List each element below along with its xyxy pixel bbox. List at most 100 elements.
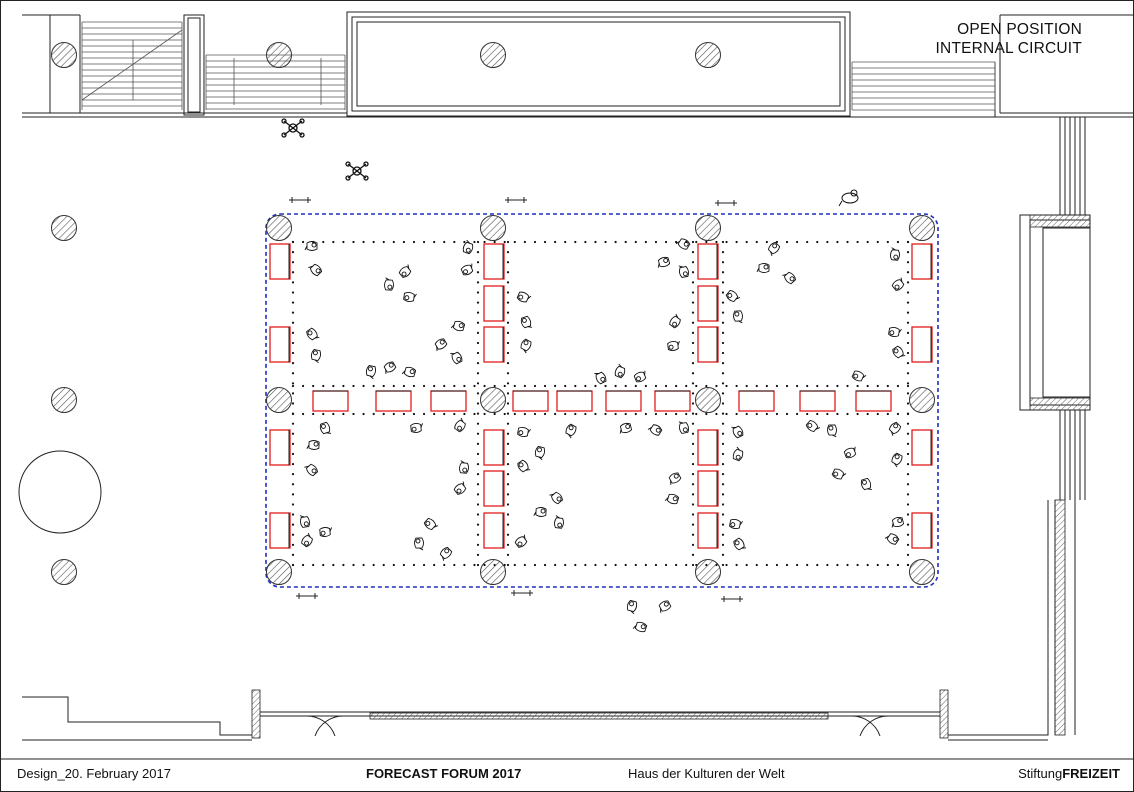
chair-icon (669, 313, 681, 329)
table (855, 390, 892, 412)
bottom-wall-hatch (939, 689, 949, 739)
right-wall-hatch (1029, 397, 1091, 411)
chair-icon (423, 517, 439, 531)
column-icon (266, 215, 292, 241)
table (697, 429, 719, 466)
event-name: FORECAST FORUM 2017 (366, 766, 522, 781)
right-wall (1000, 117, 1091, 736)
top-wall (22, 14, 1134, 118)
chair-icon (520, 338, 532, 354)
column-icon (480, 387, 506, 413)
chair-icon (319, 527, 333, 537)
chair-icon (725, 290, 741, 302)
column-icon (909, 215, 935, 241)
chair-icon (890, 247, 900, 261)
design-date: Design_20. February 2017 (17, 766, 171, 781)
table (697, 326, 719, 363)
table (483, 285, 505, 322)
organization-name: StiftungFREIZEIT (1018, 766, 1120, 781)
chair-icon (453, 481, 467, 495)
chair-icon (756, 263, 770, 273)
chair-icon (460, 263, 474, 276)
chair-icon (517, 459, 531, 473)
table (483, 470, 505, 507)
column-icon (695, 42, 721, 68)
table (269, 512, 291, 549)
table (697, 470, 719, 507)
column-icon (51, 559, 77, 585)
chair-icon (860, 477, 872, 491)
org-prefix: Stiftung (1018, 766, 1063, 781)
chair-icon (831, 468, 847, 480)
barrier (296, 593, 318, 599)
chair-icon (767, 241, 781, 256)
table (312, 390, 349, 412)
barriers-group (289, 197, 743, 602)
org-bold: FREIZEIT (1062, 766, 1120, 781)
chair-icon (414, 537, 424, 551)
bottom-wall-hatch (369, 712, 829, 720)
chair-icon (888, 327, 902, 337)
chair-icon (632, 621, 648, 633)
table (697, 243, 719, 280)
chair-icon (533, 507, 547, 517)
table (556, 390, 593, 412)
barrier (289, 197, 311, 203)
table (911, 512, 933, 549)
chair-icon (459, 460, 469, 474)
chair-icon (383, 361, 397, 374)
column-icon (695, 387, 721, 413)
table (269, 326, 291, 363)
chair-icon (675, 238, 691, 250)
table (483, 243, 505, 280)
drone-icon (345, 161, 369, 181)
column-icon (266, 42, 292, 68)
table (605, 390, 642, 412)
chair-icon (843, 446, 857, 459)
chair-icon (658, 600, 672, 613)
round-feature (18, 450, 102, 534)
chair-icon (827, 424, 837, 438)
event-boundary (265, 213, 939, 588)
table (738, 390, 775, 412)
chair-icon (319, 421, 332, 435)
bottom-wall-hatch (251, 689, 261, 739)
tables-group (269, 243, 933, 549)
table (483, 326, 505, 363)
chair-icon (304, 241, 318, 251)
barrier (715, 200, 737, 206)
barrier (511, 590, 533, 596)
chair-icon (462, 239, 474, 255)
chair-icon (304, 463, 319, 477)
column-icon (909, 559, 935, 585)
column-icon (266, 559, 292, 585)
chair-icon (306, 327, 320, 341)
chair-icon (678, 265, 690, 278)
chair-icon (517, 426, 531, 438)
chair-icon (401, 366, 417, 378)
stage-block (346, 11, 851, 117)
chair-icon (516, 291, 532, 303)
chair-icon (664, 493, 680, 505)
chair-icon (888, 421, 902, 436)
chair-icon (782, 271, 797, 285)
drawing-title: OPEN POSITION INTERNAL CIRCUIT (936, 20, 1082, 58)
title-line-2: INTERNAL CIRCUIT (935, 40, 1082, 57)
column-icon (480, 42, 506, 68)
chair-icon (310, 348, 322, 364)
column-icon (695, 559, 721, 585)
chair-icon (549, 491, 563, 505)
chair-icon (732, 446, 744, 462)
chair-icon (365, 364, 377, 380)
chair-icon (565, 423, 577, 439)
chair-icon (733, 310, 743, 324)
chair-icon (384, 277, 394, 291)
venue-name: Haus der Kulturen der Welt (628, 766, 785, 781)
chair-icon (403, 292, 417, 302)
chair-icon (554, 515, 564, 529)
chair-icon (891, 516, 905, 528)
table (512, 390, 549, 412)
chair-icon (398, 264, 412, 278)
table (269, 243, 291, 280)
